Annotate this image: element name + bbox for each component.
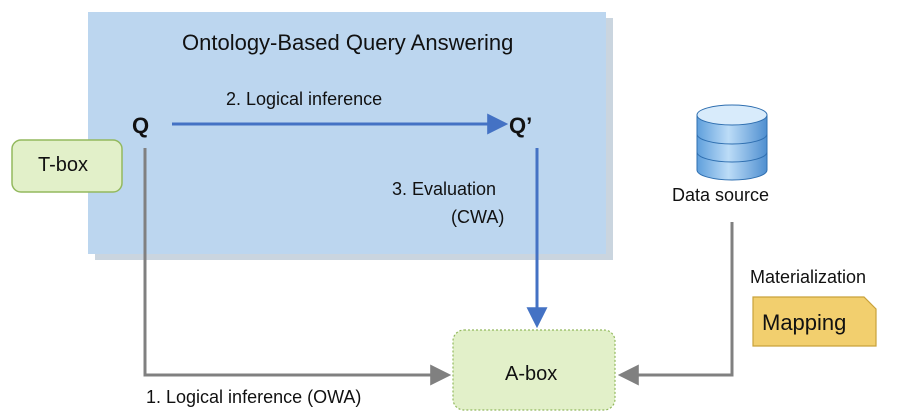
abox-box xyxy=(452,329,616,411)
obqa-box xyxy=(88,12,606,254)
query-q-label: Q xyxy=(132,113,150,138)
evaluation-label: 3. Evaluation xyxy=(392,179,497,199)
evaluation-cwa-label: (CWA) xyxy=(451,207,505,227)
data-source-label: Data source xyxy=(672,185,770,205)
tbox-label: T-box xyxy=(38,154,89,176)
logical-inference-label: 2. Logical inference xyxy=(226,89,383,109)
logical-inference-owa-label: 1. Logical inference (OWA) xyxy=(146,387,362,407)
mapping-label: Mapping xyxy=(762,310,847,335)
obqa-title: Ontology-Based Query Answering xyxy=(182,30,514,55)
arrow-datasource-to-abox xyxy=(617,222,734,386)
tbox-box xyxy=(11,139,123,193)
abox-label: A-box xyxy=(505,363,558,385)
obqa-box-group xyxy=(88,12,613,260)
query-q-prime-label: Q’ xyxy=(509,113,533,138)
arrow-q-to-abox xyxy=(143,148,452,386)
materialization-label: Materialization xyxy=(750,267,867,287)
database-icon xyxy=(696,104,768,181)
mapping-box xyxy=(752,296,877,347)
